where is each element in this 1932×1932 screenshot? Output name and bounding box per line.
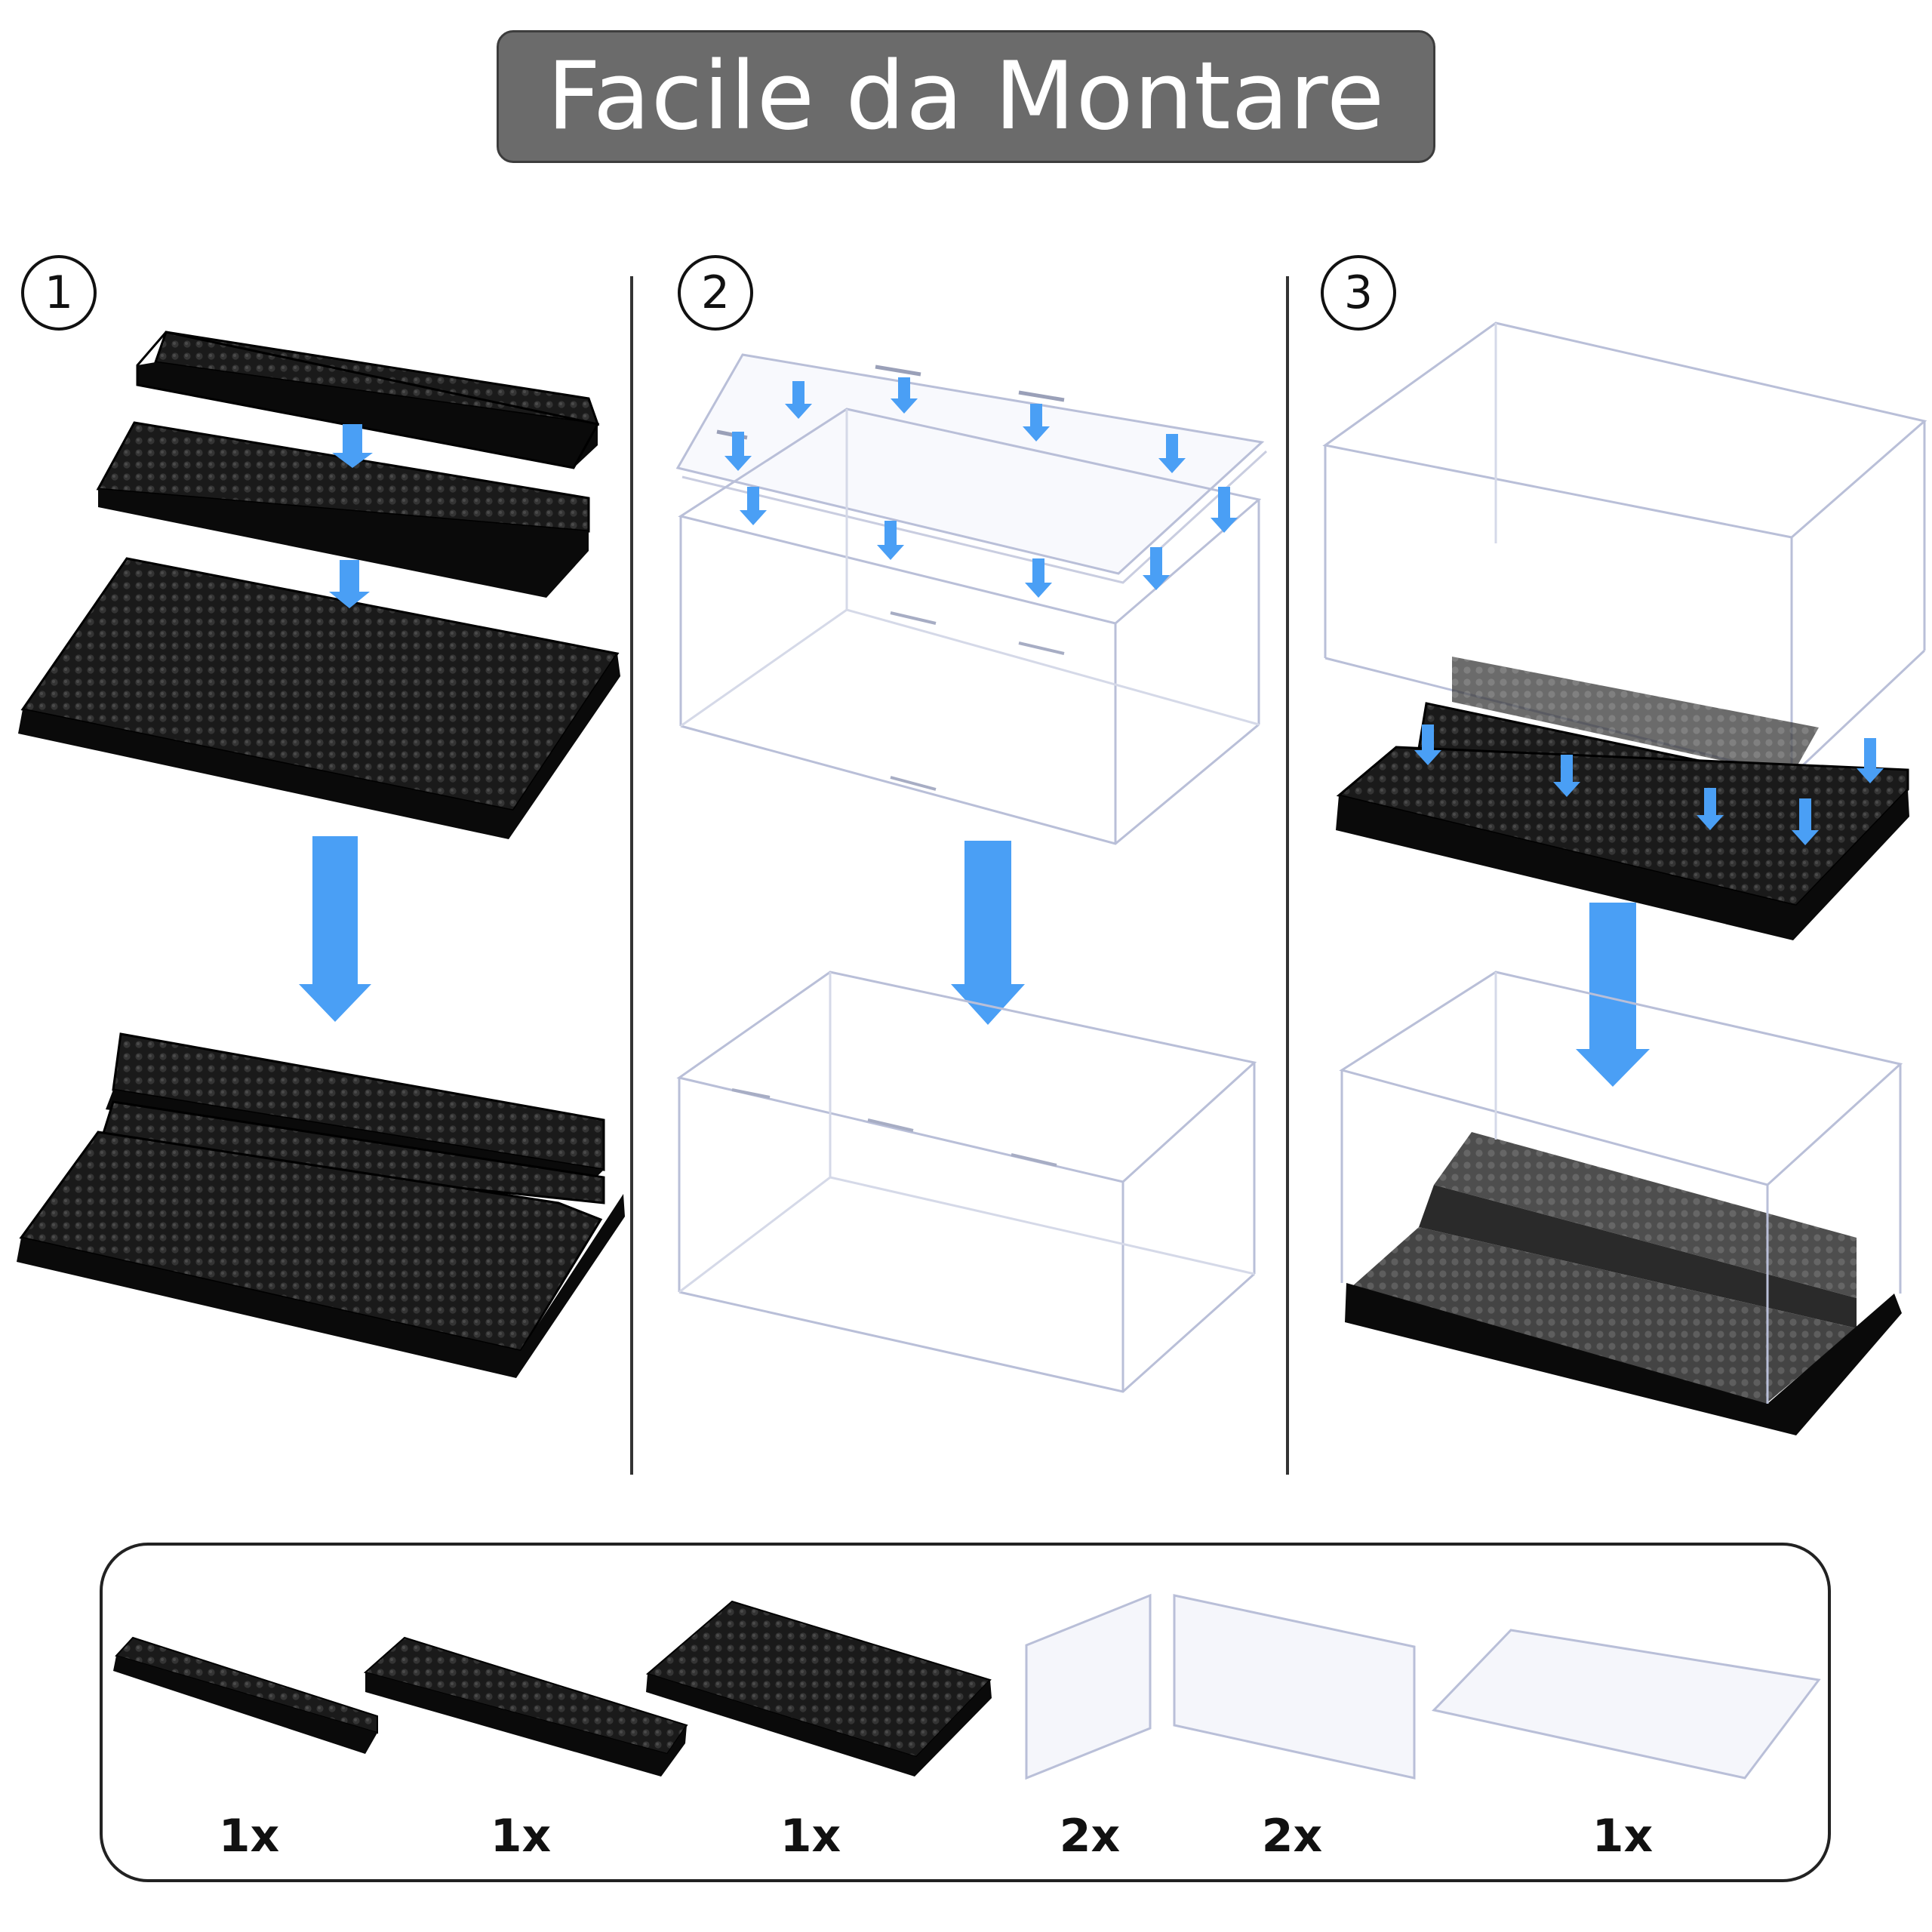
step-1-small-arrows xyxy=(329,424,373,608)
part-long-panel-icon xyxy=(1173,1594,1416,1780)
part-qty-4: 2x xyxy=(1059,1810,1121,1863)
page-title: Facile da Montare xyxy=(546,42,1386,151)
step-3-badge: 3 xyxy=(1321,255,1396,331)
parts-list-illustrations xyxy=(113,1593,1821,1780)
part-side-panel-icon xyxy=(1025,1593,1152,1780)
step-2-big-arrow xyxy=(951,841,1025,1025)
step-2-acrylic-case xyxy=(675,353,1268,1393)
step-3-final-assembly xyxy=(1322,321,1927,1435)
part-qty-5: 2x xyxy=(1261,1810,1323,1863)
upper-box-icon xyxy=(678,408,1262,845)
title-banner: Facile da Montare xyxy=(497,30,1435,163)
part-qty-2: 1x xyxy=(490,1810,552,1863)
step-1-big-arrow xyxy=(299,836,371,1022)
large-baseplate-icon xyxy=(18,557,620,839)
step-1-badge: 1 xyxy=(21,255,97,331)
step-2-small-arrows xyxy=(724,377,1238,598)
part-small-baseplate-icon xyxy=(113,1636,378,1754)
part-qty-6: 1x xyxy=(1592,1810,1654,1863)
medium-baseplate-icon xyxy=(96,421,590,598)
step-2-badge: 2 xyxy=(678,255,753,331)
part-qty-3: 1x xyxy=(780,1810,841,1863)
step-1-exploded-plates xyxy=(17,331,625,1378)
assembled-acrylic-box-icon xyxy=(676,971,1257,1393)
part-qty-1: 1x xyxy=(218,1810,280,1863)
step-3-small-arrows xyxy=(1414,724,1884,845)
finished-display-case-icon xyxy=(1339,971,1903,1435)
assembled-stepped-base-icon xyxy=(17,1032,625,1378)
divider-right xyxy=(1286,276,1289,1475)
part-medium-baseplate-icon xyxy=(363,1636,688,1777)
step-3-big-arrow xyxy=(1576,903,1650,1087)
parts-list-box xyxy=(100,1543,1831,1882)
divider-left xyxy=(630,276,633,1475)
part-top-panel-icon xyxy=(1432,1629,1821,1780)
part-large-baseplate-icon xyxy=(645,1600,992,1777)
lid-panel-icon xyxy=(675,353,1268,584)
stepped-base-icon xyxy=(1336,657,1909,940)
